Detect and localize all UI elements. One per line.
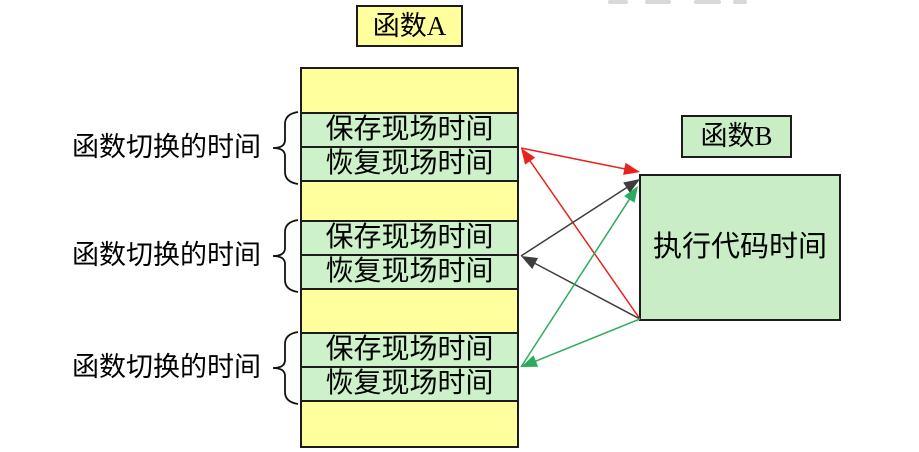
context-switch-pair-2: 保存现场时间 恢复现场时间 [300, 220, 519, 290]
context-switch-pair-3: 保存现场时间 恢复现场时间 [300, 332, 519, 402]
restore-context-row: 恢复现场时间 [300, 254, 519, 290]
function-b-title: 函数B [681, 115, 792, 158]
restore-context-row: 恢复现场时间 [300, 146, 519, 182]
function-b-body: 执行代码时间 [639, 174, 841, 321]
context-switch-pair-1: 保存现场时间 恢复现场时间 [300, 112, 519, 182]
function-a-title: 函数A [356, 5, 463, 47]
save-context-row: 保存现场时间 [300, 112, 519, 148]
restore-context-row: 恢复现场时间 [300, 366, 519, 402]
top-decor-fragment [733, 0, 747, 4]
top-decor-fragment [645, 0, 671, 4]
brace-3 [272, 331, 299, 405]
top-decor-fragment [608, 0, 628, 4]
brace-2 [272, 219, 299, 293]
top-decor-fragment [694, 0, 721, 4]
save-context-row: 保存现场时间 [300, 220, 519, 256]
switch-time-label-3: 函数切换的时间 [72, 352, 261, 382]
brace-1 [272, 111, 299, 185]
switch-time-label-2: 函数切换的时间 [72, 240, 261, 270]
switch-time-label-1: 函数切换的时间 [72, 132, 261, 162]
save-context-row: 保存现场时间 [300, 332, 519, 368]
